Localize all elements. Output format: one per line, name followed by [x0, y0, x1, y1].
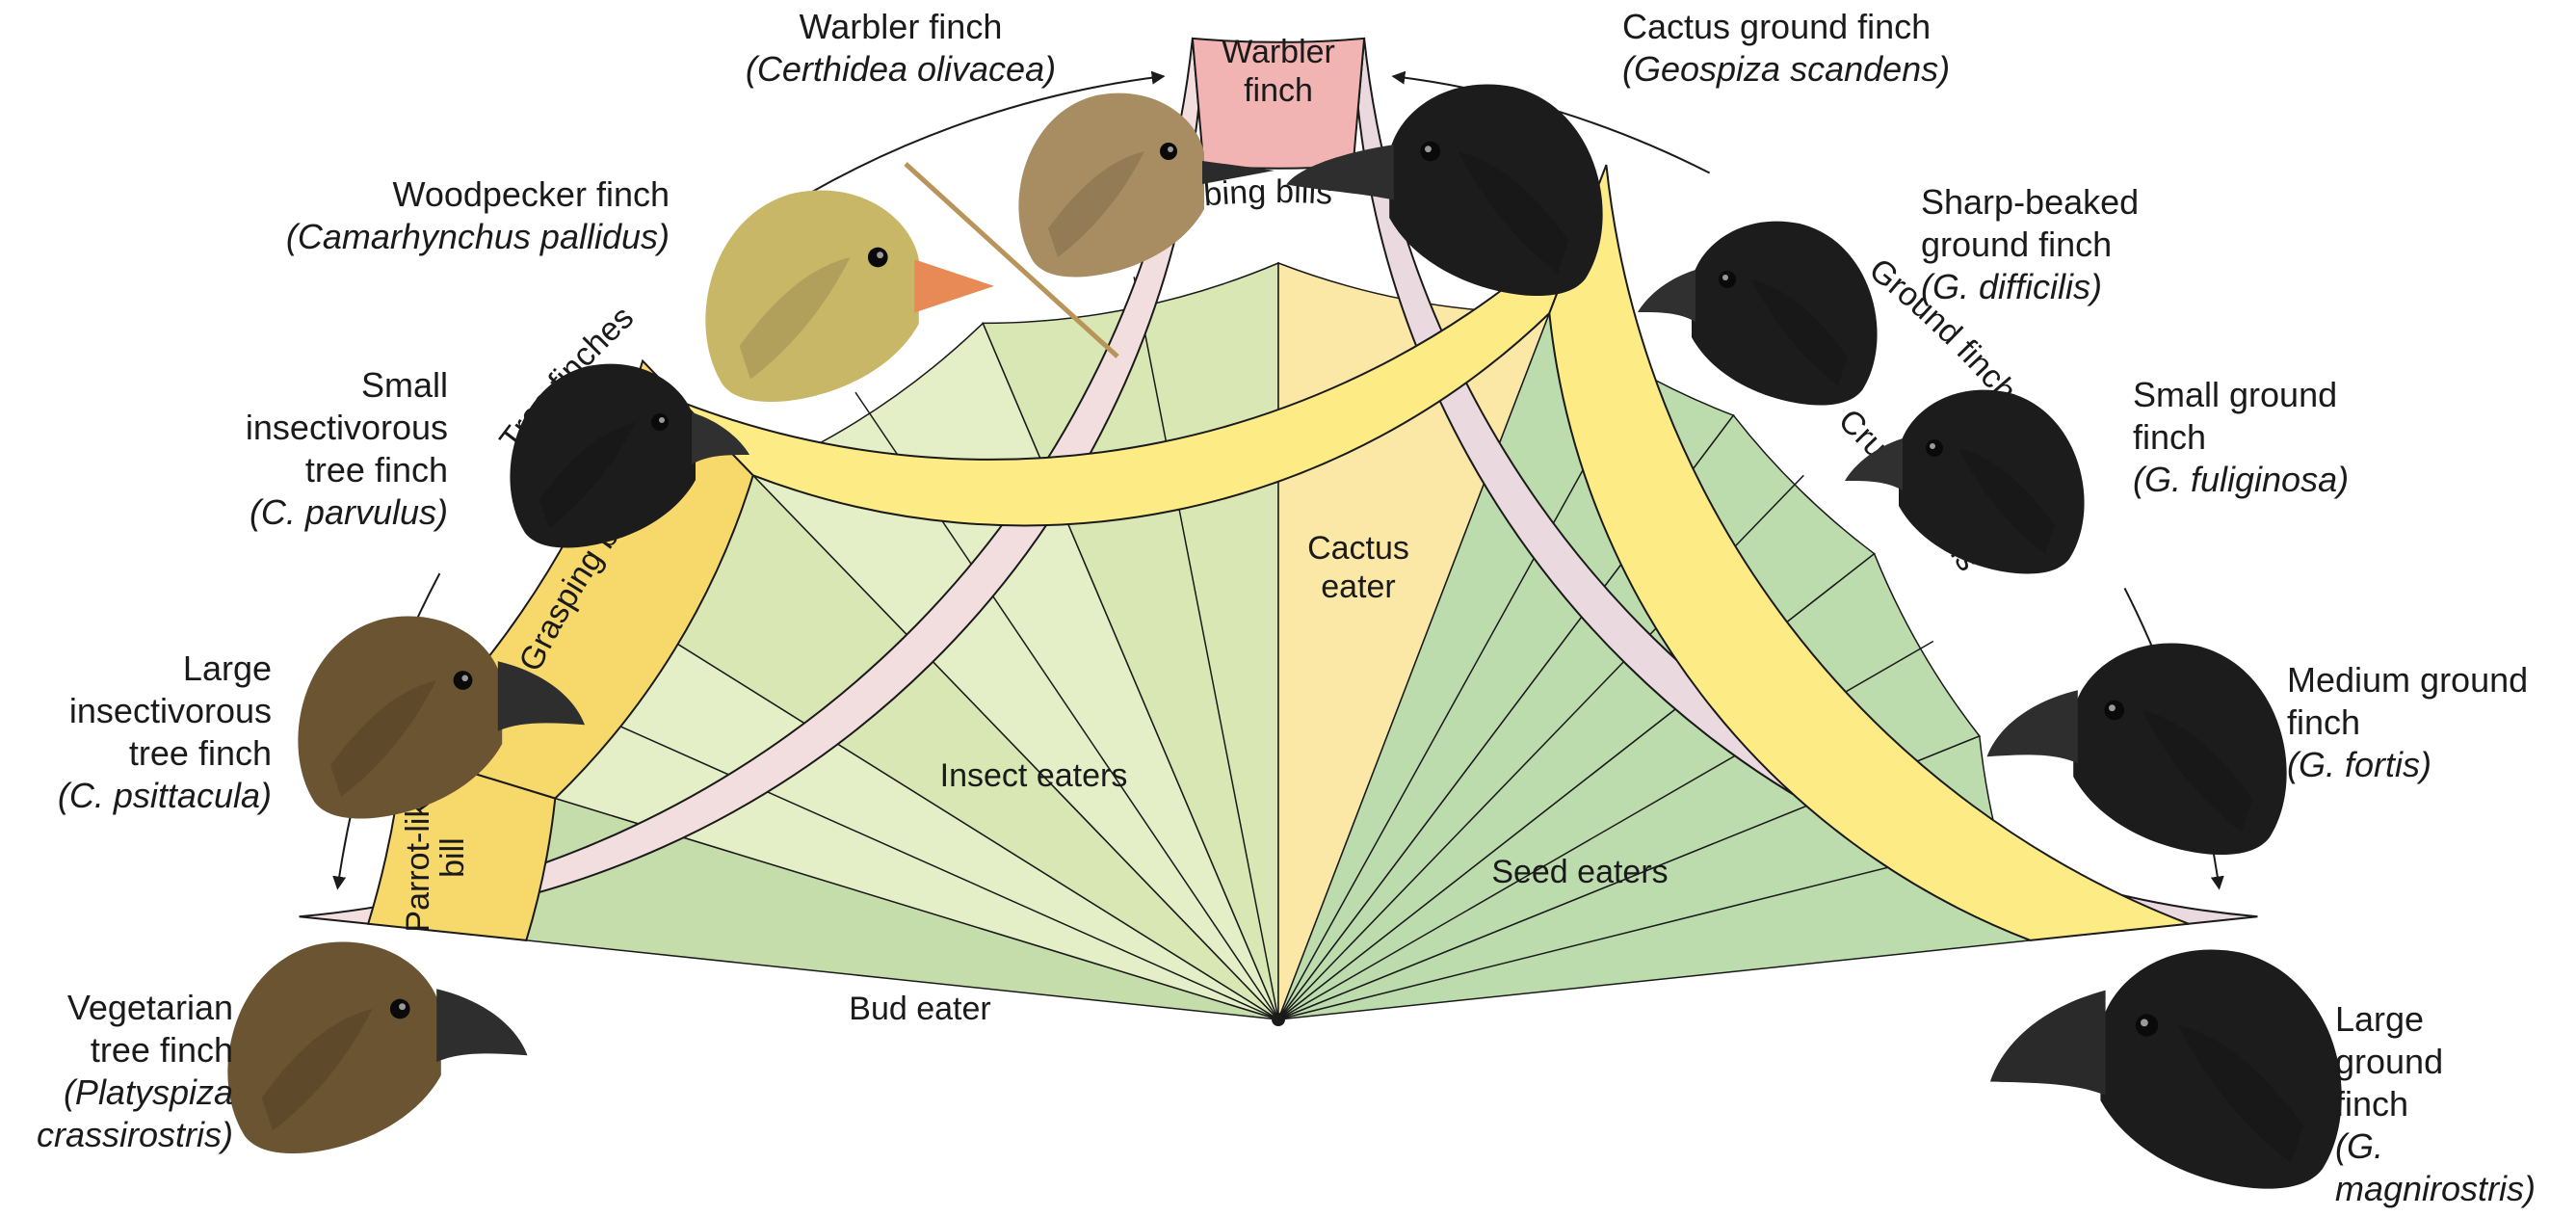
bud-eater-label: Bud eater	[849, 991, 990, 1027]
sharp-beaked-finch-head	[1638, 222, 1878, 406]
label-warbler-finch: Warbler finch (Certhidea olivacea)	[732, 6, 1069, 91]
label-cactus-ground-finch: Cactus ground finch (Geospiza scandens)	[1622, 6, 1950, 91]
diagram-center-point	[1272, 1013, 1285, 1026]
insect-eaters-label: Insect eaters	[940, 757, 1128, 794]
label-small-ground-finch: Small ground finch (G. fuliginosa)	[2133, 374, 2349, 501]
label-medium-ground-finch: Medium ground finch (G. fortis)	[2287, 659, 2528, 786]
vegetarian-finch-head	[227, 942, 527, 1154]
small-ground-finch-head	[1845, 390, 2085, 574]
label-large-insectivorous-tree-finch: Large insectivorous tree finch (C. psitt…	[10, 648, 272, 817]
parrot-like-bill-label-2: bill	[434, 837, 471, 878]
large-ground-finch-head	[1990, 949, 2342, 1188]
label-sharp-beaked-ground-finch: Sharp-beaked ground finch (G. difficilis…	[1921, 181, 2139, 308]
label-woodpecker-finch: Woodpecker finch (Camarhynchus pallidus)	[212, 173, 670, 258]
warbler-finch-cell-label-2: finch	[1244, 72, 1313, 109]
warbler-finch-cell-label-1: Warbler	[1222, 34, 1335, 70]
label-large-ground-finch: Large ground finch (G. magnirostris)	[2335, 998, 2536, 1210]
seed-eaters-label: Seed eaters	[1491, 854, 1668, 890]
cactus-eater-label-1: Cactus	[1307, 530, 1409, 567]
label-vegetarian-tree-finch: Vegetarian tree finch (Platyspiza crassi…	[10, 987, 233, 1156]
medium-ground-finch-head	[1987, 644, 2287, 856]
label-small-insectivorous-tree-finch: Small insectivorous tree finch (C. parvu…	[173, 364, 448, 534]
cactus-eater-label-2: eater	[1321, 569, 1396, 605]
